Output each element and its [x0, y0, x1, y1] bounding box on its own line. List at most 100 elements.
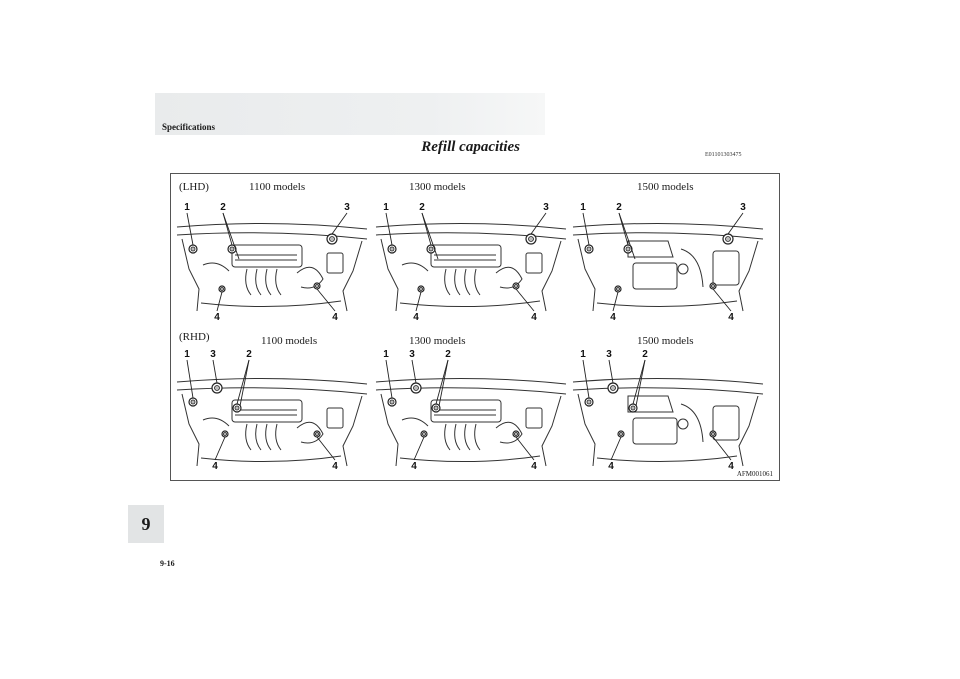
callout-4: 4	[728, 461, 734, 472]
hood-line	[375, 377, 567, 385]
leader-line	[331, 212, 348, 235]
bumper-line	[596, 455, 738, 463]
exhaust-pipe	[265, 268, 272, 296]
leader-line	[435, 359, 449, 405]
callout-1: 1	[580, 202, 586, 213]
right-fender	[738, 395, 759, 467]
left-fender	[380, 393, 399, 467]
exhaust-pipe	[444, 268, 451, 296]
leader-line	[582, 359, 590, 399]
left-fender	[181, 393, 200, 467]
cylinder-head	[632, 262, 678, 290]
filler-cap-1-inner	[586, 246, 592, 252]
callout-3: 3	[409, 349, 415, 360]
left-fender	[577, 393, 596, 467]
exhaust-pipe	[474, 268, 481, 296]
leader-line	[316, 288, 336, 312]
right-fender	[541, 240, 562, 312]
callout-1: 1	[580, 349, 586, 360]
callout-2: 2	[616, 202, 622, 213]
bracket	[326, 407, 344, 429]
engine-block	[627, 395, 674, 413]
leader-line	[608, 359, 614, 384]
right-fender	[342, 240, 363, 312]
callout-3: 3	[543, 202, 549, 213]
leader-line	[186, 212, 194, 246]
filler-cap-3-inner	[329, 236, 335, 242]
filler-cap-2-inner	[630, 405, 636, 411]
air-intake	[296, 421, 324, 444]
hood-edge	[375, 232, 567, 240]
callout-1: 1	[383, 202, 389, 213]
model-label-rhd-1500: 1500 models	[637, 335, 694, 347]
filler-cap-1-inner	[586, 399, 592, 405]
callout-4: 4	[214, 312, 220, 323]
leader-line	[712, 436, 732, 461]
exhaust-pipe	[464, 268, 471, 296]
drain-plug-4-inner	[315, 432, 319, 436]
hood-line	[176, 222, 368, 230]
intake-pipe	[680, 403, 704, 443]
drain-plug-4-inner	[315, 284, 319, 288]
callout-4: 4	[411, 461, 417, 472]
document-code: E01101303475	[705, 152, 742, 158]
right-fender	[342, 395, 363, 467]
callout-4: 4	[212, 461, 218, 472]
leader-line	[727, 212, 744, 235]
bumper-line	[596, 300, 738, 308]
bumper-line	[200, 455, 342, 463]
hose	[401, 262, 429, 272]
bumper-line	[399, 455, 541, 463]
bracket	[525, 407, 543, 429]
callout-2: 2	[419, 202, 425, 213]
section-label: Specifications	[162, 122, 215, 132]
leader-line	[582, 212, 590, 246]
bracket	[326, 252, 344, 274]
page-number: 9-16	[160, 559, 175, 568]
hood-edge	[176, 232, 368, 240]
callout-3: 3	[210, 349, 216, 360]
exhaust-pipe	[245, 423, 252, 451]
figure-code: AFM001061	[736, 470, 773, 478]
leader-line	[515, 436, 535, 461]
hood-edge	[375, 387, 567, 395]
right-fender	[738, 240, 759, 312]
callout-1: 1	[383, 349, 389, 360]
drain-plug-4-inner	[223, 432, 227, 436]
leader-line	[236, 359, 250, 405]
leader-line	[610, 436, 622, 461]
intake-pipe	[680, 248, 704, 288]
filler-cap-3-inner	[725, 236, 731, 242]
hood-line	[176, 377, 368, 385]
callout-3: 3	[606, 349, 612, 360]
left-fender	[577, 238, 596, 312]
drain-plug-4-inner	[514, 432, 518, 436]
cover-ribs	[235, 409, 297, 416]
hood-edge	[572, 232, 764, 240]
leader-line	[222, 212, 240, 260]
drain-plug-4-inner	[220, 287, 224, 291]
filler-cap-2-inner	[229, 246, 235, 252]
drain-plug-4-inner	[514, 284, 518, 288]
filler-cap-3-inner	[528, 236, 534, 242]
air-intake	[495, 266, 523, 289]
drain-plug-4-inner	[619, 432, 623, 436]
callout-4: 4	[728, 312, 734, 323]
bumper-line	[200, 300, 342, 308]
air-intake	[495, 421, 523, 444]
model-label-lhd-1300: 1300 models	[409, 181, 466, 193]
exhaust-pipe	[275, 268, 282, 296]
air-intake	[296, 266, 324, 289]
callout-4: 4	[531, 312, 537, 323]
leader-line	[239, 359, 250, 407]
engine-cover	[231, 244, 303, 268]
callout-2: 2	[642, 349, 648, 360]
leader-line	[214, 436, 226, 461]
hose	[202, 262, 230, 272]
exhaust-pipe	[255, 268, 262, 296]
row-label-rhd: (RHD)	[179, 331, 210, 343]
callout-2: 2	[220, 202, 226, 213]
filler-cap-1-inner	[190, 246, 196, 252]
filler-cap-3-inner	[610, 385, 616, 391]
cover-ribs	[434, 409, 496, 416]
